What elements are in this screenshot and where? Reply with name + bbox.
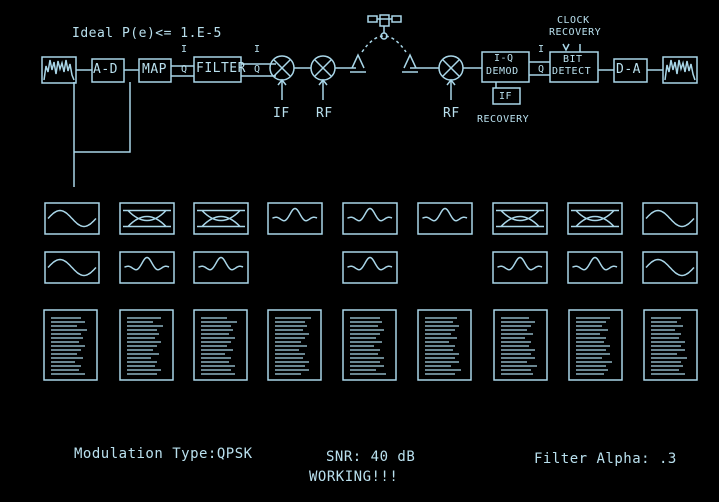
detect-label: DETECT: [552, 66, 592, 77]
text-panel-4[interactable]: [342, 309, 397, 381]
text-panel-6[interactable]: [493, 309, 548, 381]
ideal-error-label: Ideal P(e)<= 1.E-5: [72, 26, 222, 41]
clock-recovery-label: RECOVERY: [549, 27, 602, 38]
text-panel-grid: [43, 309, 698, 381]
signal-tap-lines: [73, 82, 131, 187]
iq-demod-top-label: I-Q: [494, 53, 514, 64]
modulation-type-label: Modulation Type:QPSK: [74, 446, 253, 462]
q-label-3: Q: [538, 64, 545, 75]
rf-label-rx: RF: [443, 106, 460, 121]
rf-mixer-icon[interactable]: [310, 55, 336, 81]
bit-detect-block[interactable]: [549, 51, 599, 83]
i-label-1: I: [181, 44, 188, 55]
text-panel-1[interactable]: [119, 309, 174, 381]
i-label-2: I: [254, 44, 261, 55]
q-label-1: Q: [181, 64, 188, 75]
monitor-pulse-1-4[interactable]: [342, 251, 398, 284]
output-spectrum-display[interactable]: [662, 56, 698, 84]
bit-label: BIT: [563, 54, 583, 65]
monitor-eye-0-2[interactable]: [193, 202, 249, 235]
rf-label-tx: RF: [316, 106, 333, 121]
monitor-sine-1-0[interactable]: [44, 251, 100, 284]
filter-label: FILTER: [196, 61, 246, 76]
recovery-label: RECOVERY: [477, 114, 530, 125]
text-panel-2[interactable]: [193, 309, 248, 381]
working-status: WORKING!!!: [309, 469, 399, 485]
snr-label: SNR: 40 dB: [326, 449, 416, 465]
monitor-pulse-1-6[interactable]: [492, 251, 548, 284]
monitor-eye-0-1[interactable]: [119, 202, 175, 235]
i-label-3: I: [538, 44, 545, 55]
monitor-pulse-0-3[interactable]: [267, 202, 323, 235]
monitor-eye-0-6[interactable]: [492, 202, 548, 235]
clock-label: CLOCK: [557, 15, 590, 26]
satellite-icon: [367, 14, 402, 40]
filter-block[interactable]: [193, 56, 242, 83]
monitor-pulse-1-1[interactable]: [119, 251, 175, 284]
monitor-sine-1-8[interactable]: [642, 251, 698, 284]
rx-rf-mixer-icon[interactable]: [438, 55, 464, 81]
iq-demod-bottom-label: DEMOD: [486, 66, 519, 77]
transmit-antenna-icon: [348, 53, 366, 73]
monitor-pulse-1-2[interactable]: [193, 251, 249, 284]
monitor-sine-0-0[interactable]: [44, 202, 100, 235]
monitor-grid: [44, 202, 698, 284]
monitor-sine-0-8[interactable]: [642, 202, 698, 235]
map-label: MAP: [142, 62, 167, 77]
text-panel-0[interactable]: [43, 309, 98, 381]
if-box-label: IF: [499, 91, 513, 102]
da-label: D-A: [616, 62, 641, 77]
filter-alpha-label: Filter Alpha: .3: [534, 451, 677, 467]
if-recovery-block[interactable]: [492, 87, 521, 105]
monitor-pulse-1-7[interactable]: [567, 251, 623, 284]
text-panel-5[interactable]: [417, 309, 472, 381]
input-spectrum-display[interactable]: [41, 56, 77, 84]
monitor-pulse-0-5[interactable]: [417, 202, 473, 235]
text-panel-7[interactable]: [568, 309, 623, 381]
monitor-pulse-0-4[interactable]: [342, 202, 398, 235]
map-block[interactable]: [138, 58, 172, 83]
monitor-eye-0-7[interactable]: [567, 202, 623, 235]
q-label-2: Q: [254, 64, 261, 75]
iq-demod-block[interactable]: [481, 51, 530, 83]
receive-antenna-icon: [402, 53, 420, 73]
ad-label: A-D: [93, 62, 118, 77]
if-label: IF: [273, 106, 290, 121]
text-panel-8[interactable]: [643, 309, 698, 381]
if-mixer-icon[interactable]: [269, 55, 295, 81]
text-panel-3[interactable]: [267, 309, 322, 381]
